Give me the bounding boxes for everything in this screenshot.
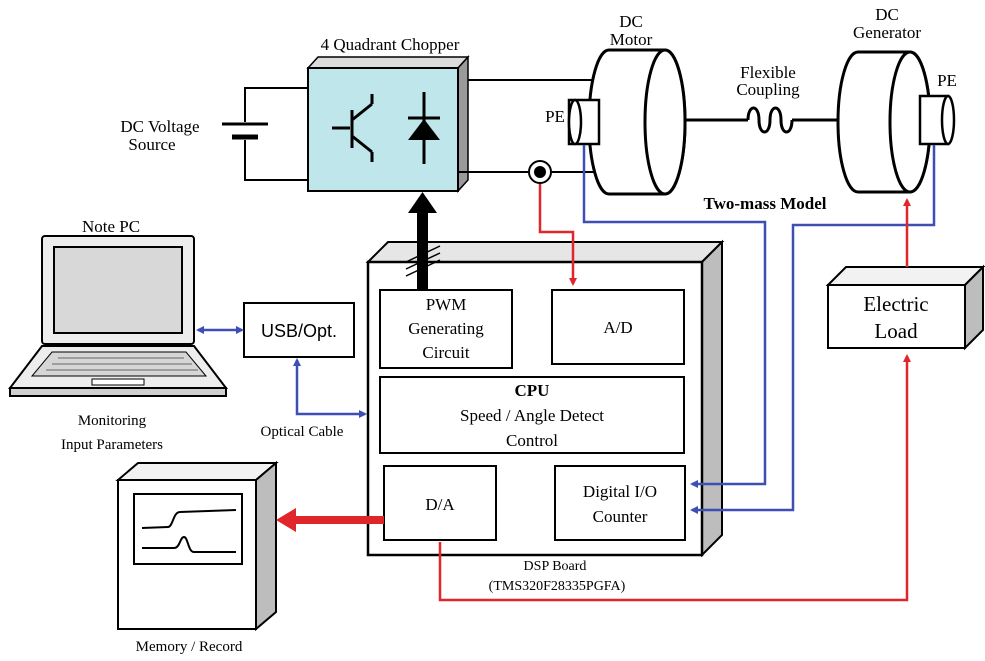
ad-label: A/D (603, 318, 632, 337)
monitoring-label-1: Monitoring (78, 413, 147, 429)
pe-generator-label: PE (937, 71, 957, 90)
igbt-icon (332, 94, 374, 162)
two-mass-model-label: Two-mass Model (704, 194, 827, 213)
optical-cable-link (293, 358, 367, 418)
dc-voltage-source-label-2: Source (128, 135, 175, 154)
pwm-label-2: Generating (408, 319, 484, 338)
shaft-and-coupling: Flexible Coupling (685, 63, 845, 134)
dc-motor: DC Motor PE (545, 12, 687, 196)
dc-voltage-source-label-1: DC Voltage (120, 117, 199, 136)
diode-icon (408, 92, 440, 164)
note-pc: Note PC Monitoring Input Parameters (7, 217, 229, 453)
chopper-block: 4 Quadrant Chopper (306, 35, 470, 193)
dsp-board-label-2: (TMS320F28335PGFA) (489, 579, 626, 594)
usb-opt-converter: USB/Opt. (243, 302, 355, 358)
pwm-block (379, 289, 513, 369)
pwm-label-3: Circuit (422, 343, 469, 362)
memory-recorder: Memory / Record (115, 460, 279, 655)
electric-load-label-1: Electric (863, 292, 928, 316)
ad-block (551, 289, 685, 365)
da-label: D/A (425, 495, 455, 514)
cpu-block (379, 376, 685, 454)
current-signal-line (538, 184, 577, 286)
digital-io-block (554, 465, 686, 541)
coupling-label-2: Coupling (736, 80, 800, 99)
digital-io-label-2: Counter (593, 507, 648, 526)
da-block (383, 465, 497, 541)
dsp-board-label-1: DSP Board (524, 559, 587, 574)
current-sensor-icon (528, 160, 552, 184)
da-to-recorder-arrow (276, 508, 384, 532)
dc-generator-label-1: DC (875, 5, 899, 24)
cpu-label-2: Speed / Angle Detect (460, 406, 604, 425)
usb-opt-label: USB/Opt. (261, 321, 337, 341)
pe-motor-signal-line (582, 145, 767, 488)
da-to-load-line (438, 354, 911, 602)
dc-motor-label-1: DC (619, 12, 643, 31)
electric-load-label-2: Load (874, 319, 918, 343)
dc-generator: DC Generator PE (836, 5, 957, 194)
coupling-label-1: Flexible (740, 63, 796, 82)
cpu-label-3: Control (506, 431, 558, 450)
pe-motor-label: PE (545, 107, 565, 126)
dc-generator-label-2: Generator (853, 23, 921, 42)
chopper-label: 4 Quadrant Chopper (321, 35, 460, 54)
dc-motor-label-2: Motor (610, 30, 653, 49)
coupling-spring-icon (746, 106, 794, 134)
note-pc-label: Note PC (82, 217, 140, 236)
digital-io-label-1: Digital I/O (583, 482, 657, 501)
electric-load: Electric Load (825, 264, 985, 351)
chopper-body (307, 67, 459, 192)
pwm-gate-signal (405, 192, 441, 290)
cpu-label-1: CPU (515, 381, 550, 400)
memory-record-label: Memory / Record (136, 639, 243, 655)
waveform-trace-2 (142, 535, 236, 553)
monitoring-label-2: Input Parameters (61, 437, 163, 453)
pwm-label-1: PWM (426, 295, 467, 314)
dc-voltage-source: DC Voltage Source (120, 87, 308, 181)
waveform-trace-1 (141, 509, 237, 529)
dsp-board: DSP Board (TMS320F28335PGFA) PWM Generat… (365, 239, 725, 594)
optical-cable-label: Optical Cable (261, 424, 344, 440)
recorder-screen (133, 493, 243, 565)
pe-generator-signal-line (690, 145, 936, 514)
